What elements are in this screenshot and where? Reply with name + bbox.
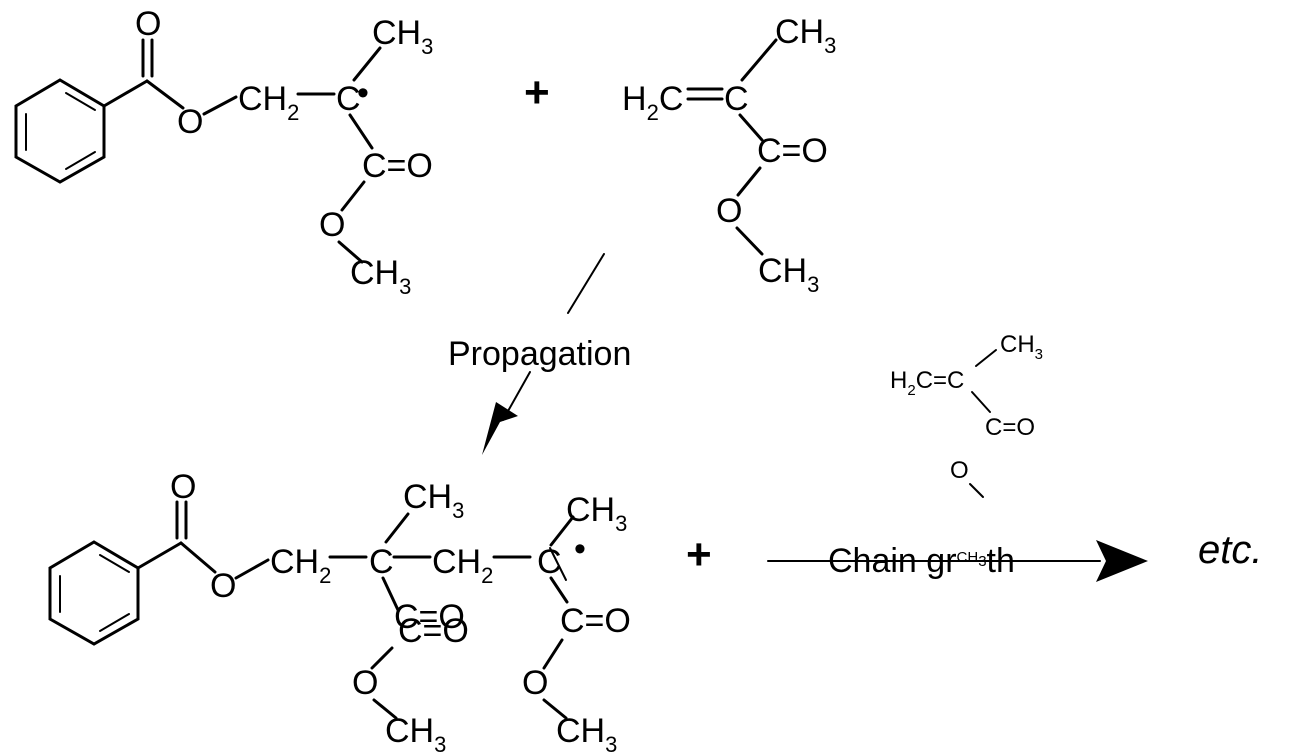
bond (352, 46, 382, 82)
atom-label: C=O (560, 602, 631, 640)
bond (179, 541, 217, 574)
aromatic-bond (99, 613, 130, 632)
atom-label: CH3 (1000, 331, 1043, 363)
bond (735, 226, 764, 256)
benzene-ring (14, 78, 106, 184)
atom-label: C (724, 80, 749, 118)
bond (549, 547, 567, 581)
chain-growth-arrow: Chain grCH3th (767, 540, 1148, 582)
propagation-label: Propagation (448, 335, 631, 373)
bond (145, 79, 185, 110)
atom-label: O (716, 192, 742, 230)
bond (381, 576, 400, 612)
bond (348, 113, 374, 150)
monomer: H2C C CH3 C=O O CH3 (622, 13, 836, 297)
bond (736, 166, 762, 197)
atom-label: C (336, 80, 361, 118)
bond (337, 240, 364, 264)
bond (971, 391, 991, 413)
bond (740, 38, 778, 82)
etc-label: etc. (1198, 528, 1262, 572)
atom-label: O (319, 206, 345, 244)
atom-label: CH3 (385, 712, 446, 754)
atom-label: CH3 (556, 712, 617, 754)
plus-sign: + (524, 68, 550, 117)
atom-label: CH3 (566, 491, 627, 536)
plus-sign: + (686, 530, 712, 579)
atom-label: C=O (985, 414, 1035, 441)
atom-label: O (352, 664, 378, 702)
atom-label: CH3 (403, 478, 464, 523)
radical-dot: • (357, 74, 369, 112)
bond (384, 512, 410, 544)
arrow-head (482, 402, 518, 455)
atom-label: O (522, 664, 548, 702)
atom-label: O (210, 567, 236, 605)
radical-dot: • (574, 530, 586, 568)
atom-label: C=O (394, 598, 465, 636)
bond (370, 646, 394, 670)
atom-label: CH3 (372, 14, 433, 59)
atom-label: C=O (757, 132, 828, 170)
propagation-arrow: Propagation (448, 253, 631, 455)
atom-label: CH2 (432, 543, 493, 588)
atom-label: CH2 (270, 543, 331, 588)
atom-label: H2C=C (890, 367, 964, 399)
bond (975, 349, 997, 367)
bond (542, 698, 568, 720)
bond (549, 576, 569, 604)
atom-label: O (950, 457, 969, 484)
atom-label: O (170, 468, 196, 506)
bond (969, 483, 984, 498)
atom-label: CH2 (238, 80, 299, 125)
atom-label-overlap: C=O (398, 612, 469, 650)
bond (102, 79, 149, 108)
atom-label: H2C (622, 80, 683, 125)
small-monomer: H2C=C CH3 C=O O (890, 331, 1043, 498)
aromatic-bond (65, 151, 96, 170)
arrow-shaft-upper (567, 253, 605, 314)
bond (202, 95, 238, 116)
atom-label: C (369, 543, 394, 581)
atom-label: C=O (362, 147, 433, 185)
benzene-ring (48, 540, 140, 646)
atom-label: CH3 (775, 13, 836, 58)
bond (549, 515, 575, 547)
atom-label: CH3 (758, 252, 819, 297)
bond (738, 113, 764, 142)
aromatic-bond (65, 92, 96, 111)
bond (372, 698, 398, 720)
bond (136, 541, 183, 570)
aromatic-bond (99, 554, 130, 573)
atom-label: O (135, 5, 161, 43)
product-radical: O O CH2 C CH3 CH2 C • CH3 C=O C=O C=O O (48, 468, 631, 754)
bond (340, 180, 366, 212)
atom-label: O (177, 103, 203, 141)
bond (542, 638, 564, 670)
reactant-radical: O O CH2 C • CH3 C=O O CH3 (14, 5, 433, 299)
bond (234, 558, 270, 580)
atom-label: CH3 (350, 254, 411, 299)
arrow-head (1096, 540, 1148, 582)
